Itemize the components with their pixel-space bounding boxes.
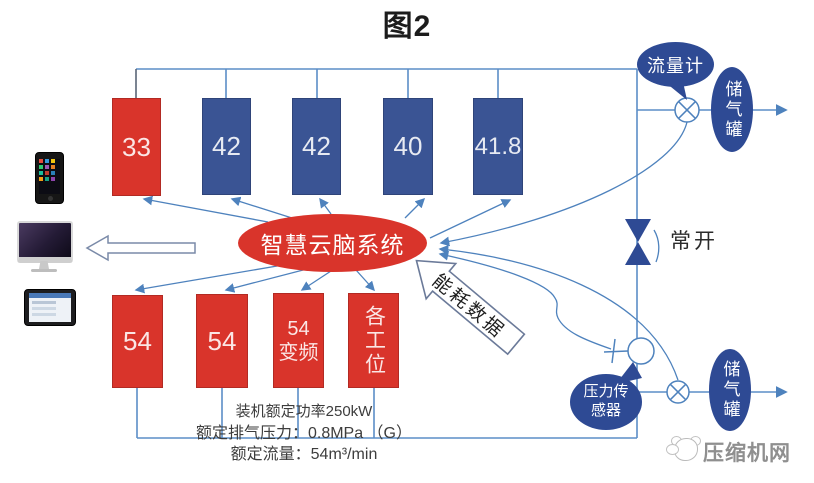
energy-data-arrow bbox=[415, 259, 526, 356]
valve-icon bbox=[625, 219, 651, 265]
control-arrow bbox=[404, 197, 426, 219]
spec-rated-pressure: 额定排气压力：0.8MPa （G） bbox=[195, 425, 413, 442]
compressor-value: 41.8 bbox=[474, 132, 522, 160]
pressure-sensor-callout: 压力传 感器 bbox=[570, 374, 642, 430]
compressor-box-bottom-1: 54 bbox=[112, 295, 163, 388]
compressor-value: 54 bbox=[207, 325, 237, 356]
sensor-data-curve bbox=[438, 244, 679, 381]
smart-cloud-brain-ellipse: 智慧云脑系统 bbox=[238, 214, 427, 272]
compressor-value: 42 bbox=[302, 131, 331, 161]
sensor-data-curve bbox=[438, 250, 612, 350]
compressor-box-top-3: 42 bbox=[292, 98, 341, 195]
pressure-sensor-label-line2: 感器 bbox=[590, 402, 621, 419]
sensor-data-curve bbox=[439, 121, 688, 247]
compressor-value-line2: 变频 bbox=[278, 341, 319, 364]
pressure-sensor-label-line1: 压力传 bbox=[583, 383, 629, 401]
smartphone-home-button bbox=[47, 196, 53, 201]
compressor-box-top-4: 40 bbox=[383, 98, 433, 195]
figure-title: 图2 bbox=[382, 10, 432, 43]
smartphone-screen bbox=[39, 159, 60, 194]
compressor-box-bottom-3: 54 变频 bbox=[273, 293, 324, 388]
control-arrow bbox=[429, 199, 512, 239]
monitor-base bbox=[31, 269, 57, 272]
desktop-monitor-icon bbox=[17, 221, 73, 273]
compressor-box-bottom-2: 54 bbox=[196, 294, 248, 388]
control-arrow bbox=[355, 269, 375, 292]
spec-rated-power: 装机额定功率250kW bbox=[235, 403, 373, 420]
watermark-text: 压缩机网 bbox=[703, 442, 791, 465]
smartphone-icon bbox=[35, 152, 64, 204]
compressor-value: 40 bbox=[393, 131, 423, 161]
flow-meter-callout: 流量计 bbox=[637, 42, 714, 87]
flow-meter-label: 流量计 bbox=[647, 55, 704, 76]
output-block-arrow bbox=[85, 234, 196, 262]
air-tank-label: 储气罐 bbox=[722, 79, 742, 140]
pressure-sensor-icon bbox=[603, 337, 655, 365]
valve-actuator-mark bbox=[653, 229, 660, 263]
control-arrow bbox=[300, 270, 332, 291]
control-arrow bbox=[142, 195, 269, 223]
workstations-label: 各工位 bbox=[362, 304, 386, 377]
flow-meter-bottom-icon bbox=[666, 380, 690, 404]
workstations-box: 各工位 bbox=[348, 293, 399, 388]
compressor-network-logo-icon bbox=[666, 436, 701, 462]
control-arrow bbox=[319, 197, 332, 215]
compressor-box-top-2: 42 bbox=[202, 98, 251, 195]
air-tank-top: 储气罐 bbox=[711, 67, 753, 152]
monitor-stand bbox=[39, 261, 49, 269]
tablet-screen bbox=[29, 293, 71, 322]
normally-open-label: 常开 bbox=[670, 230, 718, 253]
control-arrow bbox=[230, 196, 293, 219]
compressor-box-top-5: 41.8 bbox=[473, 98, 523, 195]
compressor-value: 54 bbox=[123, 326, 152, 356]
compressor-box-top-1: 33 bbox=[112, 98, 161, 196]
monitor-screen bbox=[17, 221, 73, 263]
cloud-label: 智慧云脑系统 bbox=[260, 232, 405, 258]
control-arrow bbox=[224, 268, 308, 293]
compressor-value: 42 bbox=[212, 131, 241, 161]
compressor-value: 54 bbox=[287, 317, 310, 340]
tablet-icon bbox=[24, 289, 76, 326]
air-tank-bottom: 储气罐 bbox=[709, 349, 751, 431]
compressor-value: 33 bbox=[122, 131, 151, 162]
control-arrow bbox=[134, 264, 284, 294]
spec-rated-flow: 额定流量：54m³/min bbox=[230, 446, 378, 463]
air-tank-label: 储气罐 bbox=[720, 360, 740, 420]
flow-meter-top-icon bbox=[674, 97, 700, 123]
